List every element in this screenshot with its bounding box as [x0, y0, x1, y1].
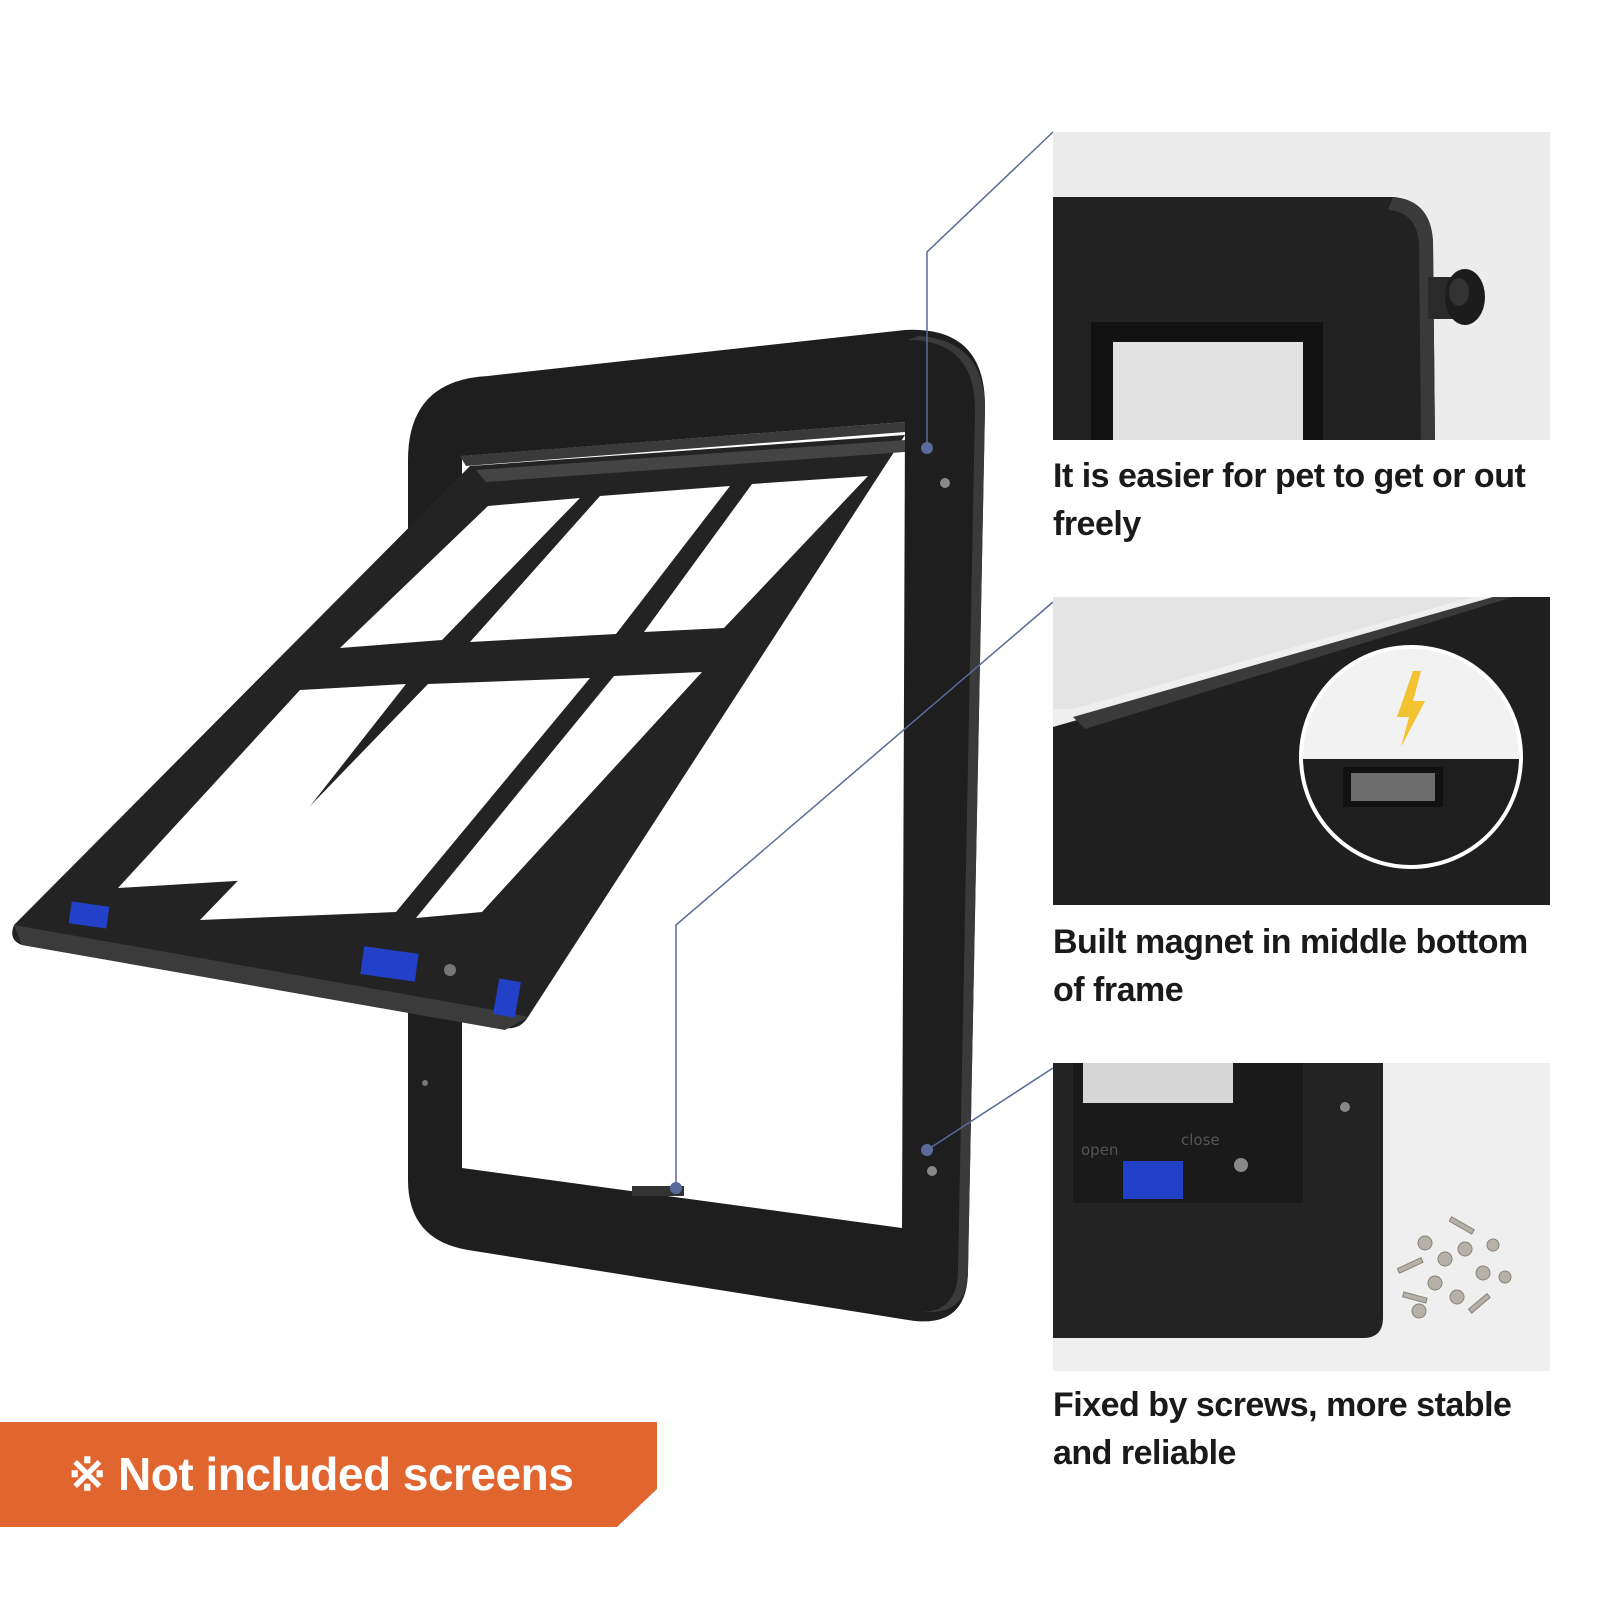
not-included-banner [0, 1422, 657, 1527]
callout-dot-top [921, 442, 933, 454]
label-close: close [1181, 1131, 1220, 1149]
latch-left [68, 901, 110, 929]
detail-image-magnet [1053, 597, 1550, 905]
detail-image-screws: open close [1053, 1063, 1550, 1371]
caption-screws: Fixed by screws, more stable and reliabl… [1053, 1386, 1512, 1472]
caption-magnet: Built magnet in middle bottom of frame [1053, 923, 1528, 1009]
callout-dot-middle [670, 1182, 682, 1194]
banner-label: Not included screens [118, 1448, 574, 1500]
latch-center [360, 946, 419, 982]
reference-mark-icon: ※ [68, 1448, 107, 1500]
caption-easy-access: It is easier for pet to get or out freel… [1053, 457, 1526, 543]
magnet-bolt-icon [1397, 671, 1425, 747]
detail-image-top-corner [1053, 132, 1550, 440]
callout-lines [675, 131, 1054, 1188]
screws-icon [1396, 1216, 1512, 1319]
callout-dot-bottom [921, 1144, 933, 1156]
latch-detail [1123, 1161, 1183, 1199]
label-open: open [1081, 1141, 1118, 1159]
banner-text: ※Not included screens [68, 1422, 574, 1527]
door-flap [12, 435, 905, 1030]
latch-side [493, 978, 521, 1018]
